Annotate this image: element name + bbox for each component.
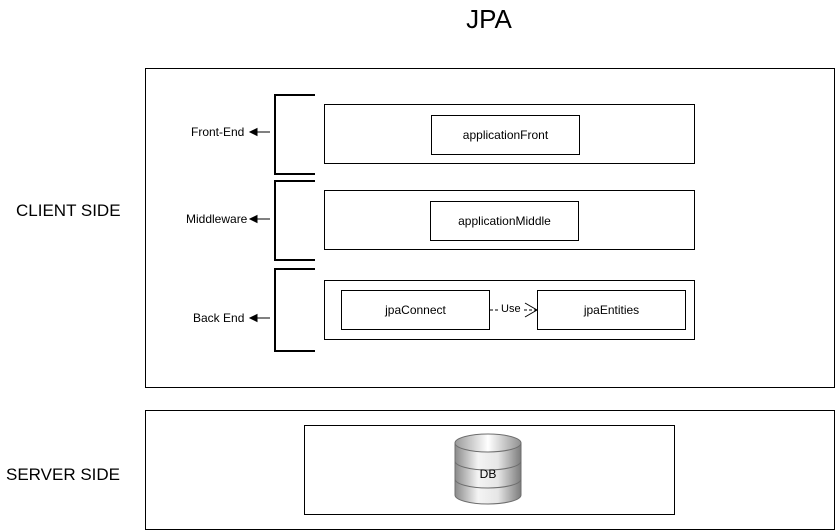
arrow-front-end xyxy=(248,127,270,137)
use-connector xyxy=(490,302,538,318)
database-icon xyxy=(454,433,522,505)
use-connector-label: Use xyxy=(500,303,522,315)
component-jpa-entities: jpaEntities xyxy=(537,290,686,330)
component-application-middle: applicationMiddle xyxy=(430,201,579,241)
layer-label-back-end: Back End xyxy=(193,311,245,325)
layer-bracket-front-end xyxy=(274,94,315,175)
database-label: DB xyxy=(479,467,497,481)
arrow-middleware xyxy=(248,214,270,224)
component-jpa-connect: jpaConnect xyxy=(341,290,490,330)
arrow-back-end xyxy=(248,313,270,323)
diagram-title: JPA xyxy=(466,4,512,34)
client-side-label: CLIENT SIDE xyxy=(16,201,121,220)
layer-bracket-middleware xyxy=(274,180,315,261)
layer-label-middleware: Middleware xyxy=(186,212,248,226)
layer-bracket-back-end xyxy=(274,268,315,352)
server-side-label: SERVER SIDE xyxy=(6,465,121,484)
layer-label-front-end: Front-End xyxy=(191,125,245,139)
component-application-front: applicationFront xyxy=(431,115,580,155)
